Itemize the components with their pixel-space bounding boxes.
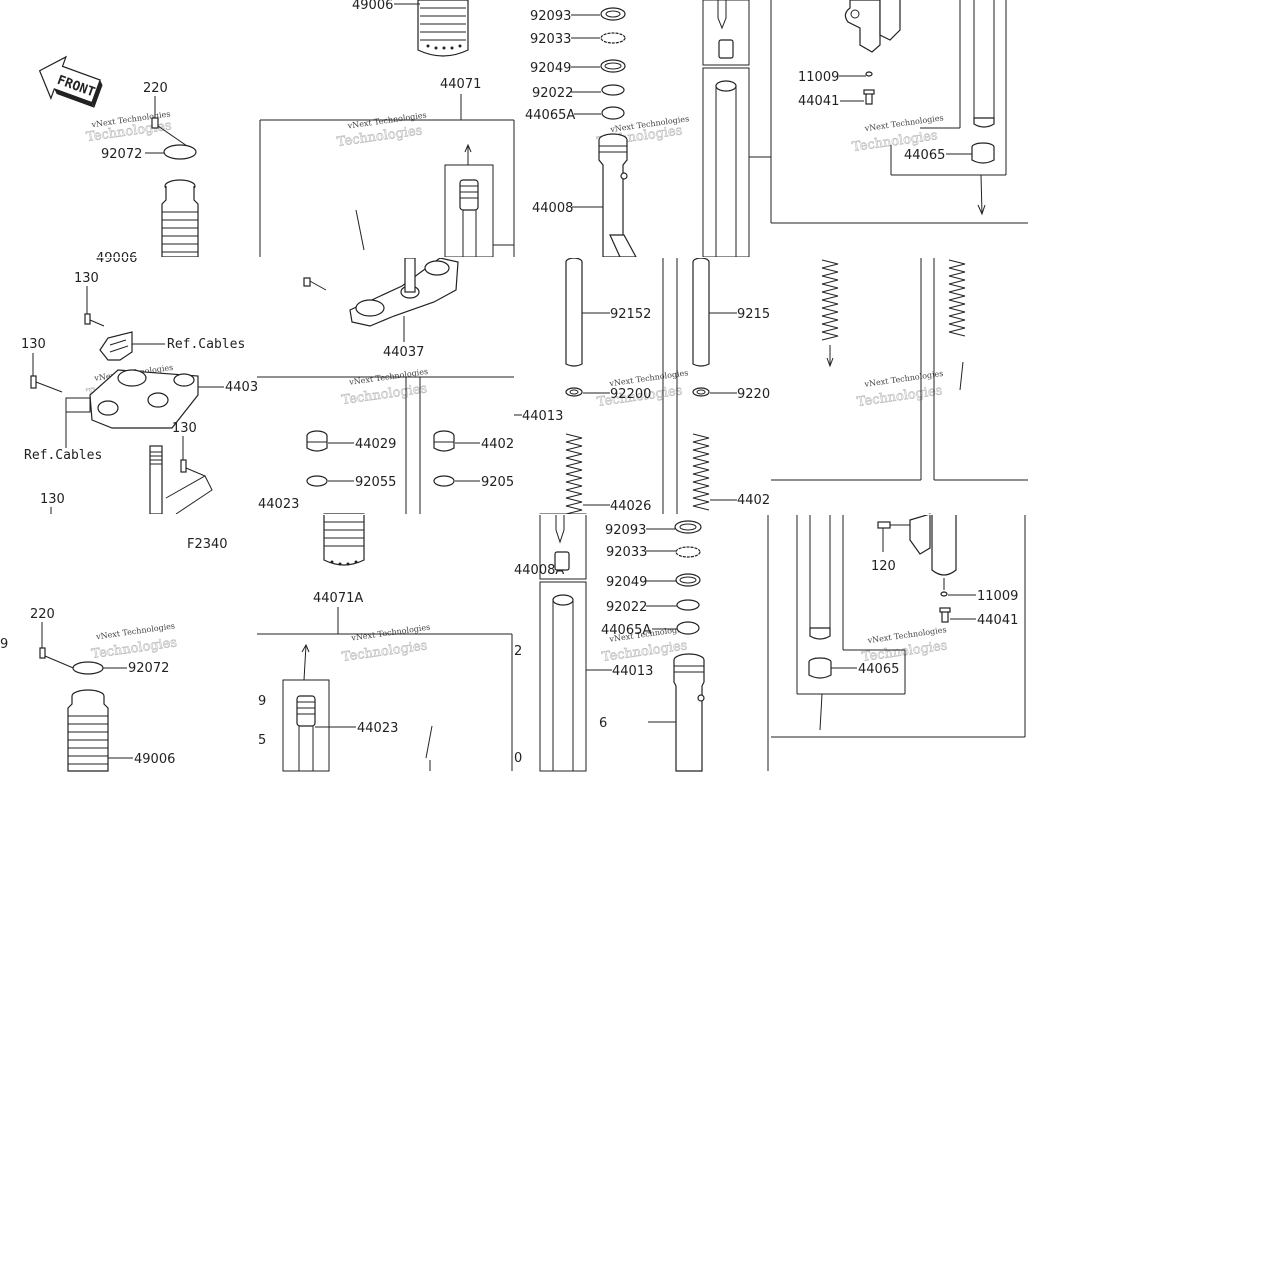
tile-top-middle: 44071 bbox=[259, 77, 515, 258]
callout-130-d: 130 bbox=[40, 492, 65, 507]
fork-boot-left bbox=[161, 179, 199, 258]
callout-92049-top: 92049 bbox=[530, 61, 571, 76]
lower-triple-clamp bbox=[349, 257, 459, 327]
tile-bottom-center-right: 44008A 2 0 44013 92093 92033 92049 92022… bbox=[514, 513, 705, 772]
callout-4402-b: 4402 bbox=[737, 493, 770, 508]
callout-44023-bottom: 44023 bbox=[357, 721, 398, 736]
callout-44065A-top: 44065A bbox=[525, 108, 575, 123]
callout-130-c: 130 bbox=[172, 421, 197, 436]
callout-6: 0 bbox=[514, 751, 522, 766]
tile-gutters bbox=[0, 257, 1028, 515]
fork-cap bbox=[459, 179, 479, 211]
callout-44023-mid: 44023 bbox=[258, 497, 299, 512]
callout-44037: 44037 bbox=[383, 345, 424, 360]
fork-outer-tube-bottom bbox=[673, 653, 705, 772]
callout-44065-top: 44065 bbox=[904, 148, 945, 163]
callout-ref-cables-b: Ref.Cables bbox=[24, 448, 102, 463]
callout-92093-top: 92093 bbox=[530, 9, 571, 24]
callout-92033-top: 92033 bbox=[530, 32, 571, 47]
callout-44041-bottom: 44041 bbox=[977, 613, 1018, 628]
callout-4403: 4403 bbox=[225, 380, 258, 395]
fork-boot-bottom bbox=[67, 689, 109, 772]
tile-middle-center-left: 44037 44029 92055 44023 4402 9205 bbox=[257, 257, 514, 514]
fork-inner-tube-a bbox=[565, 257, 583, 367]
steering-stem bbox=[149, 445, 163, 515]
callout-220-top: 220 bbox=[143, 81, 168, 96]
callout-44013-bottom: 44013 bbox=[612, 664, 653, 679]
callout-92033-bottom: 92033 bbox=[606, 545, 647, 560]
cable-guide bbox=[99, 331, 133, 361]
tile-bottom-left: F2340 9 220 92072 49006 bbox=[0, 537, 228, 772]
fork-spring-b bbox=[692, 433, 710, 511]
callout-4402-a: 4402 bbox=[481, 437, 514, 452]
callout-ref-cables-a: Ref.Cables bbox=[167, 337, 245, 352]
callout-44041-top: 44041 bbox=[798, 94, 839, 109]
fork-inner-tube-b bbox=[692, 257, 710, 367]
callout-0: 2 bbox=[514, 644, 522, 659]
callout-220-bottom: 220 bbox=[30, 607, 55, 622]
fork-spring-c bbox=[821, 259, 839, 341]
fork-outer-tube-top bbox=[598, 133, 638, 258]
tile-middle-left: 130 Ref.Cables 130 4403 Ref.Cables 130 bbox=[21, 271, 258, 515]
callout-5-bottom: 5 bbox=[258, 733, 266, 748]
callout-92055: 92055 bbox=[355, 475, 396, 490]
callout-11009-bottom: 11009 bbox=[977, 589, 1018, 604]
callout-92072-top: 92072 bbox=[101, 147, 142, 162]
callout-49006-left: 49006 bbox=[96, 251, 137, 266]
callout-92152-a: 92152 bbox=[610, 307, 651, 322]
callout-130-a: 130 bbox=[74, 271, 99, 286]
callout-44065A-bottom: 44065A bbox=[601, 623, 651, 638]
callout-44065-bottom: 44065 bbox=[858, 662, 899, 677]
callout-11009-top: 11009 bbox=[798, 70, 839, 85]
tile-middle-center-right: 92152 92200 44013 44026 9215 9220 4402 bbox=[514, 257, 770, 515]
front-arrow: FRONT bbox=[38, 55, 103, 108]
callout-44029: 44029 bbox=[355, 437, 396, 452]
fork-boot-upper bbox=[417, 0, 469, 57]
fork-spring-d bbox=[948, 259, 966, 337]
callout-44013-mid: 44013 bbox=[522, 409, 563, 424]
callout-2: 44008A bbox=[514, 563, 564, 578]
callout-44071A: 44071A bbox=[313, 591, 363, 606]
callout-92022-top: 92022 bbox=[532, 86, 573, 101]
callout-92200-a: 92200 bbox=[610, 387, 651, 402]
fork-spring-a bbox=[565, 433, 583, 515]
tile-bottom-center-left: 44071A 44023 9 5 bbox=[257, 513, 513, 772]
callout-92072-bottom: 92072 bbox=[128, 661, 169, 676]
tile-top-right: 11009 44041 44065 bbox=[770, 0, 1028, 224]
tile-top-center-right: 92093 92033 92049 92022 44065A 44008 bbox=[525, 0, 771, 258]
diagram-code: F2340 bbox=[187, 537, 228, 552]
callout-44008A: 6 bbox=[599, 716, 607, 731]
tile-top-left: FRONT 49006 220 92072 49006 bbox=[38, 0, 469, 266]
callout-9-left: 9 bbox=[0, 637, 8, 652]
fork-boot-bottom-top bbox=[323, 513, 365, 566]
tile-middle-right bbox=[771, 257, 1028, 481]
bushing-44065-bottom bbox=[808, 657, 832, 679]
callout-92022-bottom: 92022 bbox=[606, 600, 647, 615]
bushing-44065-top bbox=[971, 142, 995, 164]
fork-cap-bolt-a bbox=[306, 430, 328, 452]
callout-44026-a: 44026 bbox=[610, 499, 651, 514]
axle-bracket-top bbox=[844, 0, 901, 53]
callout-49006-top: 49006 bbox=[352, 0, 393, 13]
fork-cap-bottom bbox=[296, 695, 316, 727]
upper-triple-clamp bbox=[65, 369, 199, 429]
callout-44008: 44008 bbox=[532, 201, 573, 216]
callout-92049-bottom: 92049 bbox=[606, 575, 647, 590]
callout-9205: 9205 bbox=[481, 475, 514, 490]
axle-bracket-bottom bbox=[877, 513, 957, 576]
callout-49006-bottom: 49006 bbox=[134, 752, 175, 767]
callout-120: 120 bbox=[871, 559, 896, 574]
fork-cap-bolt-b bbox=[433, 430, 455, 452]
callout-44071: 44071 bbox=[440, 77, 481, 92]
tile-bottom-right: 120 11009 44041 44065 bbox=[767, 513, 1026, 771]
callout-9-bottom: 9 bbox=[258, 694, 266, 709]
callout-9215: 9215 bbox=[737, 307, 770, 322]
callout-92093-bottom: 92093 bbox=[605, 523, 646, 538]
callout-130-b: 130 bbox=[21, 337, 46, 352]
callout-9220: 9220 bbox=[737, 387, 770, 402]
